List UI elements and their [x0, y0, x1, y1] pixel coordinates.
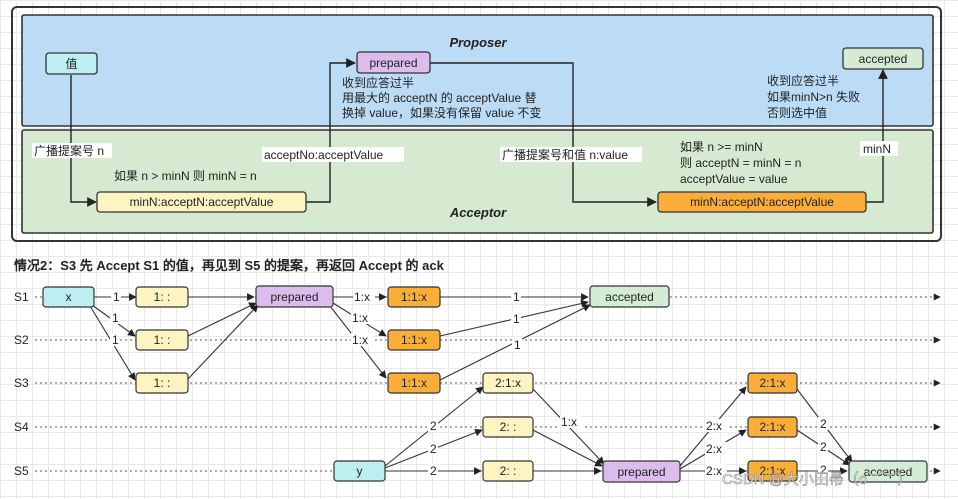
- edge-label: 2: [820, 417, 827, 431]
- outer-frame: [11, 6, 942, 242]
- accepted-note-line-3: 否则选中值: [767, 105, 827, 120]
- edge-label: 1: [113, 290, 120, 304]
- node-s1-accept: 1:1:x: [387, 286, 441, 308]
- node-s1-x: x: [42, 286, 95, 308]
- node-s3-accept: 1:1:x: [387, 372, 441, 394]
- label-rule-min: 如果 n > minN 则 minN = n: [114, 168, 257, 183]
- store-box-1-label: minN:acceptN:acceptValue: [130, 195, 274, 209]
- prepared-note-line-1: 收到应答过半: [342, 75, 414, 90]
- value-node-label: 值: [65, 56, 77, 71]
- node-s1-prepared: prepared: [255, 285, 334, 308]
- node-s3-prepare-2: 2:1:x: [482, 372, 534, 394]
- edge-label: 2: [820, 440, 827, 454]
- edge-label: 2: [820, 463, 827, 477]
- node-label: accepted: [605, 290, 654, 304]
- flow-store2-to-accepted: [866, 69, 888, 203]
- flow-store-to-prepared: [306, 58, 356, 203]
- edge-label: 2:x: [706, 442, 722, 456]
- edge-label: 2:x: [706, 464, 722, 478]
- node-label: x: [66, 290, 72, 304]
- prepared-node-top: prepared: [356, 51, 431, 74]
- node-label: 1:1:x: [401, 290, 427, 304]
- node-label: 2:1:x: [759, 464, 785, 478]
- node-label: prepared: [270, 290, 318, 304]
- accept-rule-line-2: 则 acceptN = minN = n: [680, 156, 801, 170]
- value-node: 值: [45, 52, 98, 75]
- node-s3-prepare: 1: :: [135, 372, 189, 394]
- edge-label: 1:x: [352, 311, 368, 325]
- node-label: 1: :: [154, 333, 171, 347]
- edge-label: 1: [514, 338, 521, 352]
- scenario-heading: 情况2：S3 先 Accept S1 的值，再见到 S5 的提案，再返回 Acc…: [14, 258, 445, 273]
- edge-label: 1:x: [354, 290, 370, 304]
- node-s1-prepare: 1: :: [135, 286, 189, 308]
- node-label: 1: :: [154, 290, 171, 304]
- node-label: 2: :: [500, 464, 517, 478]
- proposer-title: Proposer: [449, 35, 507, 50]
- accept-rule-line-3: acceptValue = value: [680, 172, 788, 186]
- node-s4-prepare-2: 2: :: [482, 416, 534, 438]
- flow-value-to-store: [70, 75, 97, 207]
- node-s1-accepted: accepted: [589, 285, 670, 308]
- edge-label: 2: [430, 442, 437, 456]
- edge-label: 1:x: [352, 333, 368, 347]
- accepted-node-top-label: accepted: [859, 52, 908, 66]
- accepted-node-top: accepted: [842, 47, 924, 70]
- prepared-note-line-2: 用最大的 acceptN 的 acceptValue 替: [342, 90, 537, 105]
- node-label: y: [357, 464, 363, 478]
- node-s3-accept-2: 2:1:x: [747, 372, 798, 394]
- accepted-note-line-2: 如果minN>n 失败: [767, 89, 860, 104]
- edge-label: 2: [430, 419, 437, 433]
- node-label: 1: :: [154, 376, 171, 390]
- edge-label: 2: [430, 464, 437, 478]
- edge-labels: 1 1 1 1:x 1:x 1:x 1 1 1 2 2 2 1:x 2:x 2:…: [112, 290, 827, 478]
- edge-label-bg: [110, 290, 828, 477]
- row-label-s1: S1: [14, 290, 29, 304]
- edge-label: 1: [513, 312, 520, 326]
- edge-label: 2:x: [706, 419, 722, 433]
- row-label-s2: S2: [14, 333, 29, 347]
- acceptor-title: Acceptor: [449, 205, 507, 220]
- edge-label: 1:x: [561, 415, 577, 429]
- node-label: 2:1:x: [495, 376, 521, 390]
- row-label-s4: S4: [14, 420, 29, 434]
- label-accept-no-value: acceptNo:acceptValue: [264, 148, 384, 162]
- prepared-node-top-label: prepared: [369, 56, 417, 70]
- label-broadcast-n-value: 广播提案号和值 n:value: [502, 147, 628, 162]
- store-box-1: minN:acceptN:acceptValue: [96, 191, 307, 213]
- node-label: 1:1:x: [401, 333, 427, 347]
- edge-label: 1: [513, 290, 520, 304]
- node-s5-prepared: prepared: [602, 460, 681, 483]
- node-s2-prepare: 1: :: [135, 329, 189, 351]
- node-s5-accept-2: 2:1:x: [747, 460, 798, 482]
- node-label: 2:1:x: [759, 376, 785, 390]
- node-s5-prepare-2: 2: :: [482, 460, 534, 482]
- proposer-panel: [21, 14, 934, 127]
- node-s4-accept-2: 2:1:x: [747, 416, 798, 438]
- edge-label: 1: [112, 311, 119, 325]
- node-label: 1:1:x: [401, 376, 427, 390]
- watermark: CSDN @大小田帚（o︶︶）: [722, 471, 912, 488]
- flow-prepared-to-store2: [430, 62, 657, 207]
- label-broadcast-n: 广播提案号 n: [34, 143, 104, 158]
- prepared-note-line-3: 换掉 value，如果没有保留 value 不变: [342, 105, 541, 120]
- node-s2-accept: 1:1:x: [387, 329, 441, 351]
- node-label: 2:1:x: [759, 420, 785, 434]
- node-s5-y: y: [333, 460, 386, 482]
- store-box-2: minN:acceptN:acceptValue: [657, 191, 867, 213]
- node-label: accepted: [864, 465, 913, 479]
- edge-label: 1: [112, 333, 119, 347]
- store-box-2-label: minN:acceptN:acceptValue: [690, 195, 834, 209]
- node-label: 2: :: [500, 420, 517, 434]
- node-label: prepared: [617, 465, 665, 479]
- accepted-note-line-1: 收到应答过半: [767, 73, 839, 88]
- node-s5-accepted: accepted: [848, 460, 928, 483]
- scenario-arrows: [89, 293, 853, 475]
- row-label-s5: S5: [14, 464, 29, 478]
- accept-rule-line-1: 如果 n >= minN: [680, 139, 763, 154]
- label-min-n: minN: [863, 142, 891, 156]
- row-label-s3: S3: [14, 376, 29, 390]
